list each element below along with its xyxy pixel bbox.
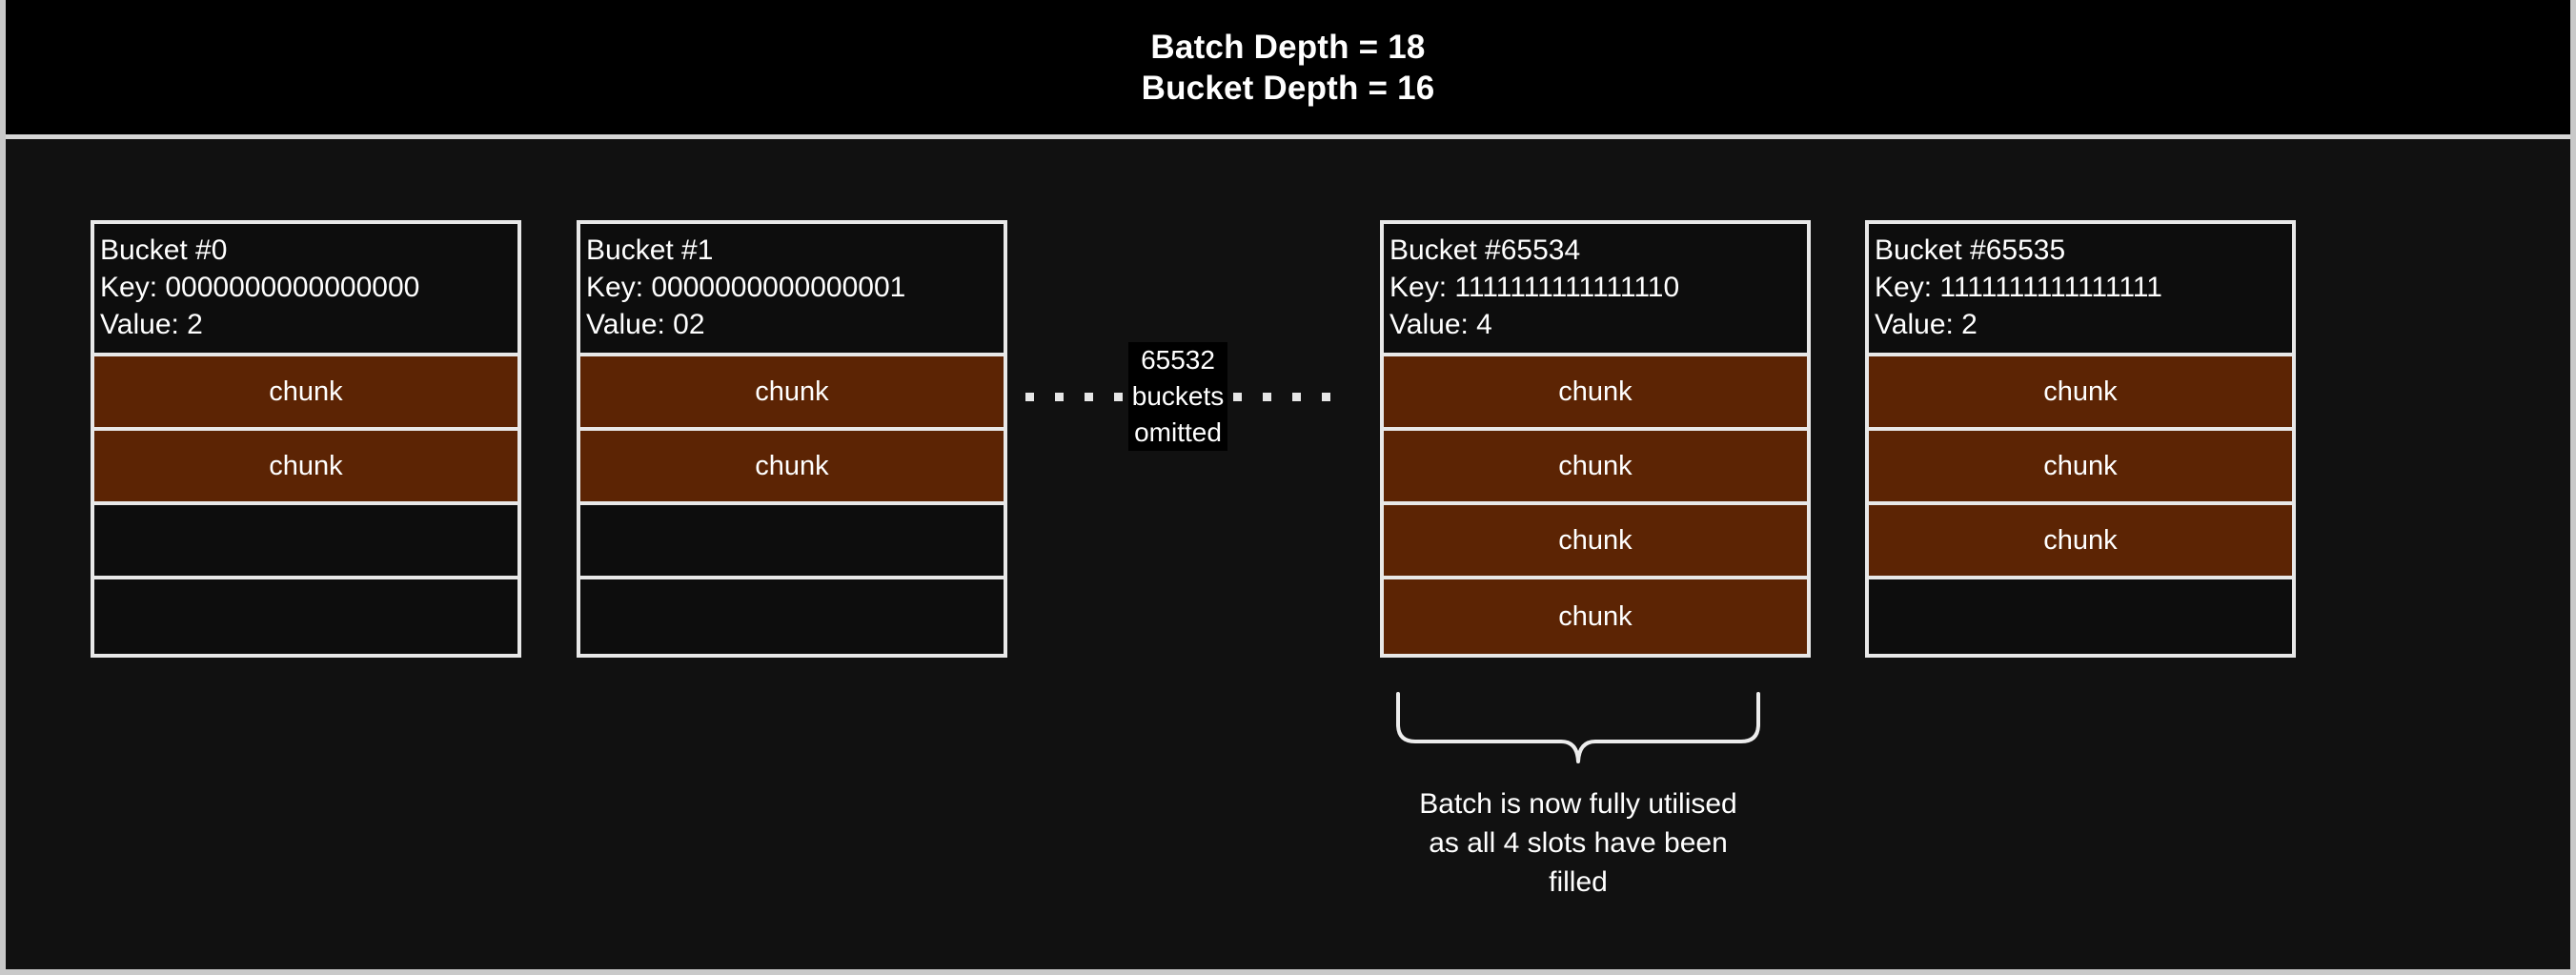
bucket-0-title: Bucket #0 — [100, 234, 228, 266]
bucket-depth-label: Bucket Depth = 16 — [1141, 69, 1435, 107]
dot-icon — [1322, 392, 1331, 401]
chunk-label: chunk — [2043, 376, 2118, 407]
bucket-65535-slot-1[interactable]: chunk — [1869, 431, 2292, 505]
bucket-65534-header: Bucket #65534 Key: 1111111111111110 Valu… — [1384, 224, 1807, 356]
diagram-header: Batch Depth = 18 Bucket Depth = 16 — [6, 0, 2570, 139]
bucket-0-slot-2[interactable] — [94, 505, 517, 579]
batch-depth-label: Batch Depth = 18 — [1150, 28, 1426, 66]
buckets-omitted-marker: 65532 buckets omitted — [1024, 339, 1331, 454]
bucket-65535-slot-0[interactable]: chunk — [1869, 356, 2292, 431]
chunk-label: chunk — [269, 376, 343, 407]
bucket-65534-slot-0[interactable]: chunk — [1384, 356, 1807, 431]
bucket-1-key: Key: 0000000000000001 — [586, 272, 906, 303]
chunk-label: chunk — [2043, 450, 2118, 481]
bucket-65535[interactable]: Bucket #65535 Key: 1111111111111111 Valu… — [1865, 220, 2296, 658]
bucket-65534-slot-2[interactable]: chunk — [1384, 505, 1807, 579]
bucket-0-key: Key: 0000000000000000 — [100, 272, 420, 303]
bucket-0-slot-1[interactable]: chunk — [94, 431, 517, 505]
caption-line-3: filled — [1549, 866, 1608, 898]
bucket-65534-value: Value: 4 — [1389, 309, 1492, 340]
caption-line-1: Batch is now fully utilised — [1419, 788, 1737, 820]
bucket-65535-title: Bucket #65535 — [1875, 234, 2066, 266]
chunk-label: chunk — [1558, 524, 1633, 556]
bucket-0-slot-0[interactable]: chunk — [94, 356, 517, 431]
omitted-label: 65532 buckets omitted — [1127, 342, 1228, 451]
bucket-1-value: Value: 02 — [586, 309, 705, 340]
dot-icon — [1233, 392, 1243, 401]
annotation-caption: Batch is now fully utilised as all 4 slo… — [1359, 784, 1797, 902]
dots-left — [1024, 392, 1123, 401]
chunk-label: chunk — [755, 450, 829, 481]
omitted-word: omitted — [1134, 417, 1222, 447]
bucket-0-value: Value: 2 — [100, 309, 203, 340]
bucket-0-slots: chunk chunk — [94, 356, 517, 654]
bucket-65534-key: Key: 1111111111111110 — [1389, 272, 1680, 303]
bucket-0[interactable]: Bucket #0 Key: 0000000000000000 Value: 2… — [91, 220, 521, 658]
bucket-65534-slot-1[interactable]: chunk — [1384, 431, 1807, 505]
omitted-unit: buckets — [1131, 381, 1225, 411]
bucket-1-slots: chunk chunk — [580, 356, 1004, 654]
annotation-brace — [1392, 692, 1764, 763]
bucket-1-slot-1[interactable]: chunk — [580, 431, 1004, 505]
chunk-label: chunk — [1558, 376, 1633, 407]
bucket-65534[interactable]: Bucket #65534 Key: 1111111111111110 Valu… — [1380, 220, 1811, 658]
bucket-1-slot-3[interactable] — [580, 579, 1004, 654]
bucket-65535-key: Key: 1111111111111111 — [1875, 272, 2162, 303]
dot-icon — [1113, 392, 1123, 401]
dot-icon — [1292, 392, 1302, 401]
bucket-65535-slots: chunk chunk chunk — [1869, 356, 2292, 654]
omitted-count: 65532 — [1141, 345, 1215, 375]
chunk-label: chunk — [269, 450, 343, 481]
bucket-65534-title: Bucket #65534 — [1389, 234, 1581, 266]
dot-icon — [1054, 392, 1064, 401]
bucket-65535-slot-3[interactable] — [1869, 579, 2292, 654]
diagram-canvas: Bucket #0 Key: 0000000000000000 Value: 2… — [6, 144, 2570, 969]
bucket-1-slot-0[interactable]: chunk — [580, 356, 1004, 431]
dot-icon — [1263, 392, 1272, 401]
chunk-label: chunk — [1558, 450, 1633, 481]
bucket-65534-slots: chunk chunk chunk chunk — [1384, 356, 1807, 654]
bucket-1-slot-2[interactable] — [580, 505, 1004, 579]
dot-icon — [1084, 392, 1093, 401]
bucket-65535-header: Bucket #65535 Key: 1111111111111111 Valu… — [1869, 224, 2292, 356]
dot-icon — [1024, 392, 1034, 401]
chunk-label: chunk — [1558, 600, 1633, 632]
bucket-65534-slot-3[interactable]: chunk — [1384, 579, 1807, 654]
chunk-label: chunk — [755, 376, 829, 407]
bucket-0-header: Bucket #0 Key: 0000000000000000 Value: 2 — [94, 224, 517, 356]
curly-brace-icon — [1396, 692, 1760, 763]
bucket-1-header: Bucket #1 Key: 0000000000000001 Value: 0… — [580, 224, 1004, 356]
bucket-65535-value: Value: 2 — [1875, 309, 1978, 340]
caption-line-2: as all 4 slots have been — [1429, 827, 1728, 859]
chunk-label: chunk — [2043, 524, 2118, 556]
bucket-1-title: Bucket #1 — [586, 234, 714, 266]
bucket-0-slot-3[interactable] — [94, 579, 517, 654]
bucket-1[interactable]: Bucket #1 Key: 0000000000000001 Value: 0… — [577, 220, 1007, 658]
bucket-65535-slot-2[interactable]: chunk — [1869, 505, 2292, 579]
dots-right — [1233, 392, 1331, 401]
